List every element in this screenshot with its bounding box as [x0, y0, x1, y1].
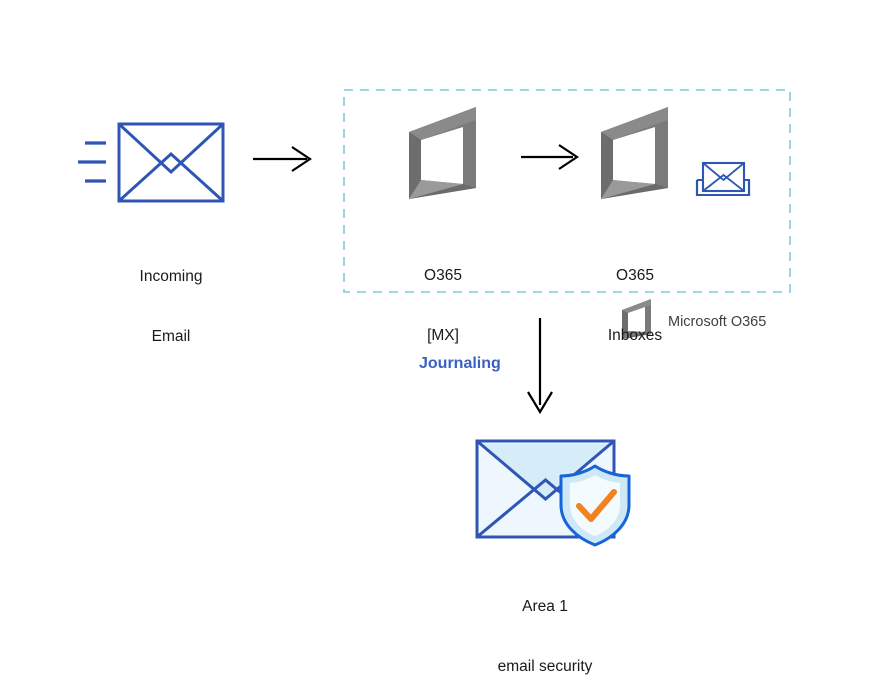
o365-mx-label-line1: O365 [424, 267, 462, 284]
incoming-email-envelope-icon [117, 122, 225, 203]
legend-office-365-cube-icon [622, 299, 651, 339]
o365-inboxes-label-line1: O365 [616, 267, 654, 284]
area1-label: Area 1 email security [465, 557, 625, 697]
incoming-email-label: Incoming Email [91, 227, 251, 367]
arrow-mx-to-inboxes [521, 144, 579, 170]
office-365-cube-icon-mx [409, 107, 476, 199]
arrow-incoming-to-mx [253, 146, 312, 172]
area1-envelope-shield-icon [475, 439, 631, 547]
office-365-cube-icon-inboxes [601, 107, 668, 199]
incoming-email-label-line1: Incoming [139, 268, 203, 285]
diagram-canvas [78, 89, 791, 547]
area1-label-line2: email security [497, 658, 593, 675]
incoming-email-label-line2: Email [151, 328, 191, 345]
area1-label-line1: Area 1 [522, 598, 568, 615]
o365-inboxes-label-line2: Inboxes [607, 327, 663, 344]
journaling-edge-label: Journaling [419, 355, 501, 372]
arrow-journaling-down [527, 318, 553, 415]
o365-mx-label-line2: [MX] [427, 327, 459, 344]
o365-inboxes-label: O365 Inboxes [555, 226, 715, 366]
o365-group-dashed-box [343, 89, 791, 293]
motion-lines-icon [78, 141, 106, 183]
legend-label: Microsoft O365 [668, 314, 767, 330]
inbox-tray-envelope-icon [695, 161, 751, 197]
o365-mx-label: O365 [MX] [363, 226, 523, 366]
